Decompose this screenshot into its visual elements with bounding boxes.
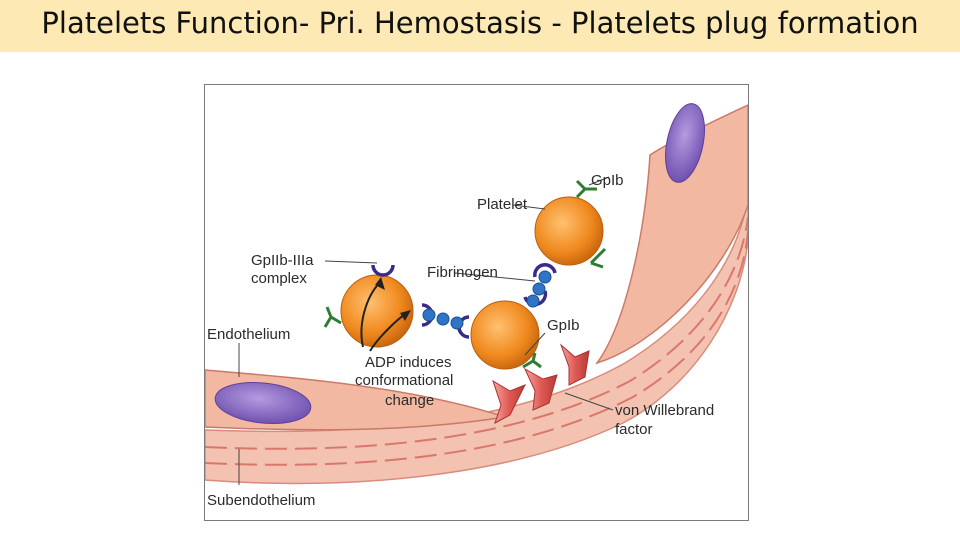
- nucleus-right: [665, 103, 705, 183]
- vwf-strands: [492, 343, 590, 425]
- wall-stripe: [205, 216, 748, 450]
- label-gpib-mid: GpIb: [547, 317, 580, 334]
- label-gpiib-iiia-complex: complex: [251, 270, 307, 287]
- fibrinogen-chain: [422, 270, 552, 330]
- label-subendothelium: Subendothelium: [207, 492, 315, 509]
- label-adp-line2: conformational: [355, 372, 453, 389]
- gpib-receptors: [323, 179, 607, 369]
- nucleus-left: [214, 381, 312, 425]
- wall-stripe: [205, 230, 748, 466]
- label-gpiib-iiia: GpIIb-IIIa: [251, 252, 314, 269]
- label-vwf-line2: factor: [615, 421, 653, 438]
- label-vwf-line1: von Willebrand: [615, 402, 714, 419]
- title-bar: [0, 0, 960, 52]
- label-endothelium: Endothelium: [207, 326, 290, 343]
- platelet-top: [534, 196, 604, 266]
- label-adp-line3: change: [385, 392, 434, 409]
- label-adp-line1: ADP induces: [365, 354, 451, 371]
- slide-title: Platelets Function- Pri. Hemostasis - Pl…: [41, 6, 919, 40]
- diagram-canvas: Platelet GpIb GpIIb-IIIa complex Fibrino…: [205, 103, 748, 509]
- platelet-bottom: [470, 300, 540, 370]
- hemostasis-diagram: Platelet GpIb GpIIb-IIIa complex Fibrino…: [204, 84, 749, 521]
- label-gpib-top: GpIb: [591, 172, 624, 189]
- label-platelet: Platelet: [477, 196, 528, 213]
- label-fibrinogen: Fibrinogen: [427, 264, 498, 281]
